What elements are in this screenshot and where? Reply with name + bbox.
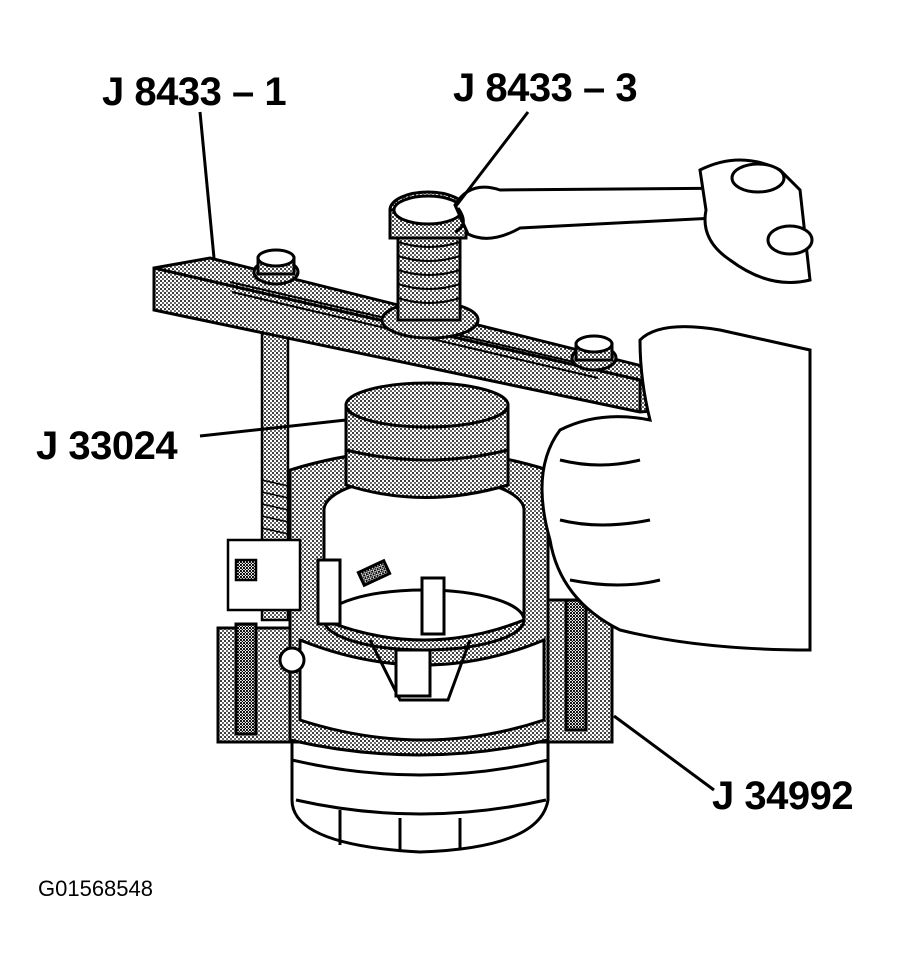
callout-j8433-3: J 8433 – 3 [453, 66, 638, 110]
hands [540, 158, 814, 652]
callout-j33024: J 33024 [36, 424, 178, 468]
adapter-j33024 [344, 381, 510, 499]
leader-j8433-3 [454, 111, 530, 207]
forcing-screw-j8433-3 [380, 190, 480, 340]
compressor-body [290, 718, 550, 854]
leader-j33024 [199, 418, 347, 438]
leader-lines [198, 111, 715, 792]
leader-j8433-1 [198, 111, 216, 259]
figure-id: G01568548 [38, 876, 153, 901]
threaded-rod [226, 318, 302, 622]
callout-j8433-1: J 8433 – 1 [102, 70, 287, 114]
clutch-assembly [278, 448, 550, 757]
leader-j34992 [613, 714, 715, 792]
callout-j34992: J 34992 [712, 774, 854, 818]
